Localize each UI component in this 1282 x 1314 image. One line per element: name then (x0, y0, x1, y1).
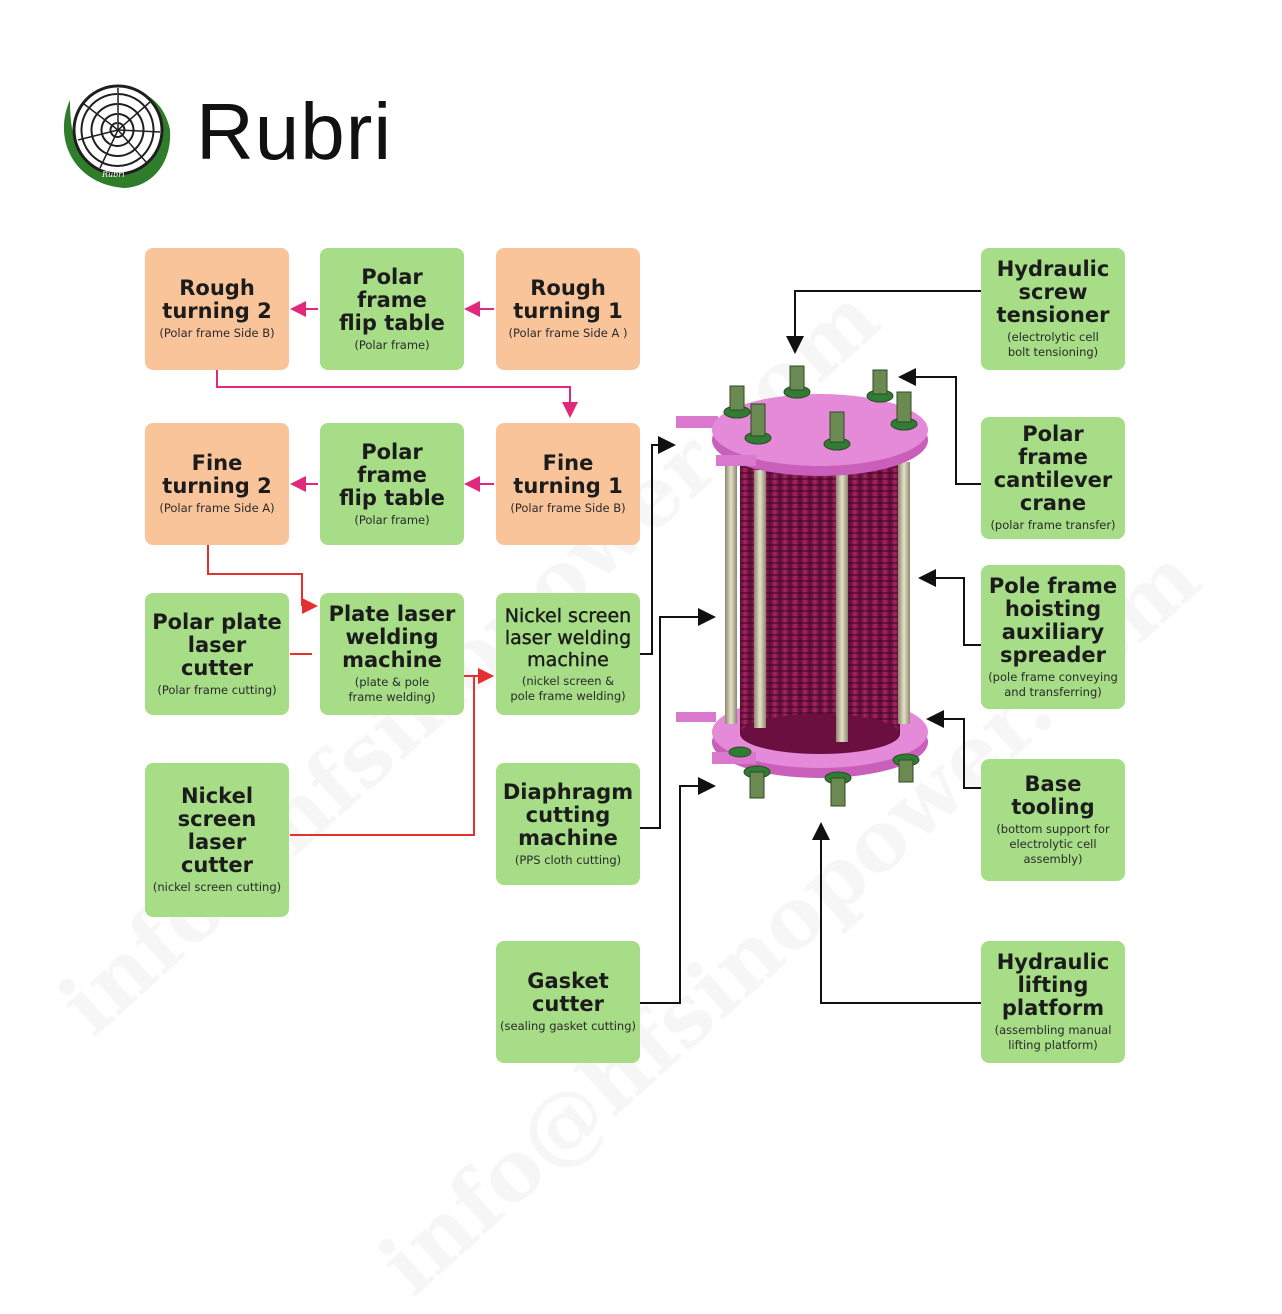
arrow-crane-to-cell (898, 368, 981, 485)
box-subtitle: (Polar frame) (354, 337, 430, 352)
box-subtitle: (Polar frame Side B) (159, 326, 275, 340)
box-subtitle: (plate & pole frame welding) (348, 675, 436, 704)
arrow-fine2-to-welder (207, 545, 303, 606)
box-subtitle: (Polar frame Side B) (510, 501, 626, 515)
box-subtitle: (nickel screen cutting) (152, 880, 282, 894)
box-polar-plate-laser-cutter: Polar plate laser cutter (Polar frame cu… (145, 593, 289, 715)
box-polar-frame-cantilever-crane: Polar frame cantilever crane (polar fram… (981, 417, 1125, 539)
arrow-rough2-to-fine1 (216, 370, 578, 418)
box-subtitle: (sealing gasket cutting) (500, 1019, 636, 1033)
box-title: Diaphragm cutting machine (502, 779, 634, 850)
box-rough-turning-2: Rough turning 2 (Polar frame Side B) (145, 248, 289, 370)
box-subtitle: (pole frame conveying and transferring) (988, 669, 1118, 699)
box-title: Fine turning 2 (162, 451, 272, 498)
box-subtitle: (assembling manual lifting platform) (994, 1023, 1112, 1052)
box-subtitle: (bottom support for electrolytic cell as… (996, 822, 1110, 866)
box-hydraulic-screw-tensioner: Hydraulic screw tensioner (electrolytic … (981, 248, 1125, 370)
box-subtitle: (Polar frame) (354, 512, 430, 527)
box-subtitle: (PPS cloth cutting) (514, 852, 622, 867)
box-title: Fine turning 1 (513, 451, 623, 498)
box-hydraulic-lifting-platform: Hydraulic lifting platform (assembling m… (981, 941, 1125, 1063)
box-fine-turning-2: Fine turning 2 (Polar frame Side A) (145, 423, 289, 545)
box-title: Nickel screen laser cutter (177, 784, 257, 877)
logo-emblem-text: Rubri (102, 170, 125, 179)
box-title: Hydraulic screw tensioner (996, 257, 1110, 327)
electrolyzer-cell-image (676, 365, 928, 807)
box-rough-turning-1: Rough turning 1 (Polar frame Side A ) (496, 248, 640, 370)
box-title: Rough turning 1 (513, 276, 623, 323)
box-polar-frame-flip-table-1: Polar frame flip table (Polar frame) (320, 248, 464, 370)
arrow-nickel-welder-to-cell (640, 436, 676, 655)
box-subtitle: (Polar frame Side A ) (508, 326, 628, 340)
box-title: Base tooling (1011, 772, 1095, 819)
box-subtitle: (electrolytic cell bolt tensioning) (1007, 330, 1099, 359)
box-gasket-cutter: Gasket cutter (sealing gasket cutting) (496, 941, 640, 1063)
box-nickel-screen-laser-cutter: Nickel screen laser cutter (nickel scree… (145, 763, 289, 917)
box-diaphragm-cutting-machine: Diaphragm cutting machine (PPS cloth cut… (496, 763, 640, 885)
box-title: Gasket cutter (527, 969, 609, 1016)
box-plate-laser-welding-machine: Plate laser welding machine (plate & pol… (320, 593, 464, 715)
arrow-tensioner-to-cell (786, 290, 981, 354)
box-title: Pole frame hoisting auxiliary spreader (988, 573, 1118, 667)
box-subtitle: (nickel screen & pole frame welding) (510, 673, 626, 703)
box-title: Polar frame flip table (339, 264, 445, 335)
box-title: Plate laser welding machine (328, 602, 456, 672)
box-base-tooling: Base tooling (bottom support for electro… (981, 759, 1125, 881)
box-title: Nickel screen laser welding machine (504, 604, 632, 671)
box-title: Hydraulic lifting platform (996, 950, 1110, 1020)
box-title: Rough turning 2 (162, 276, 272, 323)
box-subtitle: (polar frame transfer) (990, 518, 1116, 532)
brand-name: Rubri (196, 87, 393, 176)
arrow-spreader-to-cell (918, 569, 981, 646)
box-nickel-screen-laser-welding-machine: Nickel screen laser welding machine (nic… (496, 593, 640, 715)
box-polar-frame-flip-table-2: Polar frame flip table (Polar frame) (320, 423, 464, 545)
process-connectors (207, 290, 981, 1004)
box-subtitle: (Polar frame Side A) (159, 501, 275, 515)
box-fine-turning-1: Fine turning 1 (Polar frame Side B) (496, 423, 640, 545)
box-title: Polar plate laser cutter (152, 609, 282, 680)
box-subtitle: (Polar frame cutting) (157, 682, 277, 697)
arrow-lifting-to-cell (812, 822, 981, 1004)
arrow-base-to-cell (926, 710, 981, 789)
arrow-gasket-to-cell (640, 777, 716, 1004)
box-title: Polar frame cantilever crane (993, 422, 1113, 515)
arrow-diaphragm-to-cell (640, 608, 716, 829)
box-pole-frame-hoisting-auxiliary-spreader: Pole frame hoisting auxiliary spreader (… (981, 565, 1125, 709)
box-title: Polar frame flip table (339, 439, 445, 510)
